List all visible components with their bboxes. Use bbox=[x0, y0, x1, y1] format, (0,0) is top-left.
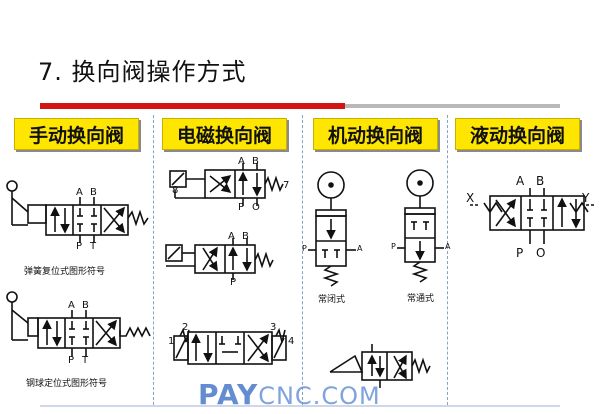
port-p-label: P bbox=[230, 277, 237, 288]
solenoid-number-1: 1 bbox=[168, 336, 175, 347]
port-b-label: B bbox=[536, 174, 545, 188]
detent-caption: 钢球定位式图形符号 bbox=[26, 379, 108, 389]
port-x-label: X bbox=[466, 191, 475, 205]
port-a-label: A bbox=[445, 242, 451, 251]
header-manual-valve: 手动换向阀 bbox=[14, 118, 139, 150]
port-o-label: O bbox=[536, 246, 546, 260]
solenoid-number-8: 8 bbox=[172, 185, 179, 196]
solenoid-valve-3-symbol bbox=[173, 327, 287, 365]
port-a-label: A bbox=[68, 300, 75, 311]
mechanical-normally-open-symbol bbox=[397, 169, 444, 283]
port-t-label: T bbox=[90, 241, 97, 252]
port-y-label: Y bbox=[582, 191, 590, 205]
port-p-label: P bbox=[391, 242, 396, 251]
port-p-label: P bbox=[68, 355, 75, 366]
port-b-label: B bbox=[242, 231, 249, 242]
port-p-label: P bbox=[302, 244, 307, 253]
column-divider-1 bbox=[153, 115, 154, 405]
slide-title: 7. 换向阀操作方式 bbox=[38, 58, 247, 86]
hydraulic-valve-symbol bbox=[470, 188, 596, 244]
port-p-label: P bbox=[76, 241, 83, 252]
header-mechanical-valve: 机动换向阀 bbox=[313, 118, 438, 150]
manual-spring-return-symbol bbox=[6, 180, 149, 243]
solenoid-number-3: 3 bbox=[270, 322, 277, 333]
mechanical-normally-closed-symbol bbox=[308, 171, 356, 287]
column-divider-3 bbox=[447, 115, 448, 405]
port-p-label: P bbox=[238, 202, 245, 213]
port-a-label: A bbox=[516, 174, 525, 188]
port-o-label: O bbox=[252, 202, 260, 213]
normally-open-caption: 常通式 bbox=[407, 294, 435, 304]
mechanical-roller-symbol bbox=[329, 344, 431, 388]
normally-closed-caption: 常闭式 bbox=[318, 295, 346, 305]
header-solenoid-valve: 电磁换向阀 bbox=[162, 118, 287, 150]
port-p-label: P bbox=[516, 246, 524, 260]
title-underline-red bbox=[40, 103, 345, 109]
spring-return-caption: 弹簧复位式图形符号 bbox=[24, 267, 106, 277]
header-hydraulic-valve: 液动换向阀 bbox=[455, 118, 580, 150]
title-underline-gray bbox=[345, 104, 560, 108]
port-t-label: T bbox=[82, 355, 89, 366]
port-b-label: B bbox=[90, 187, 97, 198]
column-divider-2 bbox=[302, 115, 303, 405]
port-b-label: B bbox=[82, 300, 89, 311]
solenoid-number-7: 7 bbox=[283, 180, 290, 191]
solenoid-valve-1-symbol bbox=[169, 163, 284, 206]
solenoid-valve-2-symbol bbox=[165, 238, 274, 280]
port-a-label: A bbox=[228, 231, 235, 242]
footer-line bbox=[40, 405, 560, 407]
manual-detent-symbol bbox=[6, 291, 151, 357]
port-a-label: A bbox=[357, 244, 363, 253]
port-a-label: A bbox=[238, 156, 245, 167]
solenoid-number-2: 2 bbox=[182, 322, 189, 333]
port-b-label: B bbox=[252, 156, 259, 167]
solenoid-number-4: 4 bbox=[288, 336, 295, 347]
port-a-label: A bbox=[76, 187, 83, 198]
